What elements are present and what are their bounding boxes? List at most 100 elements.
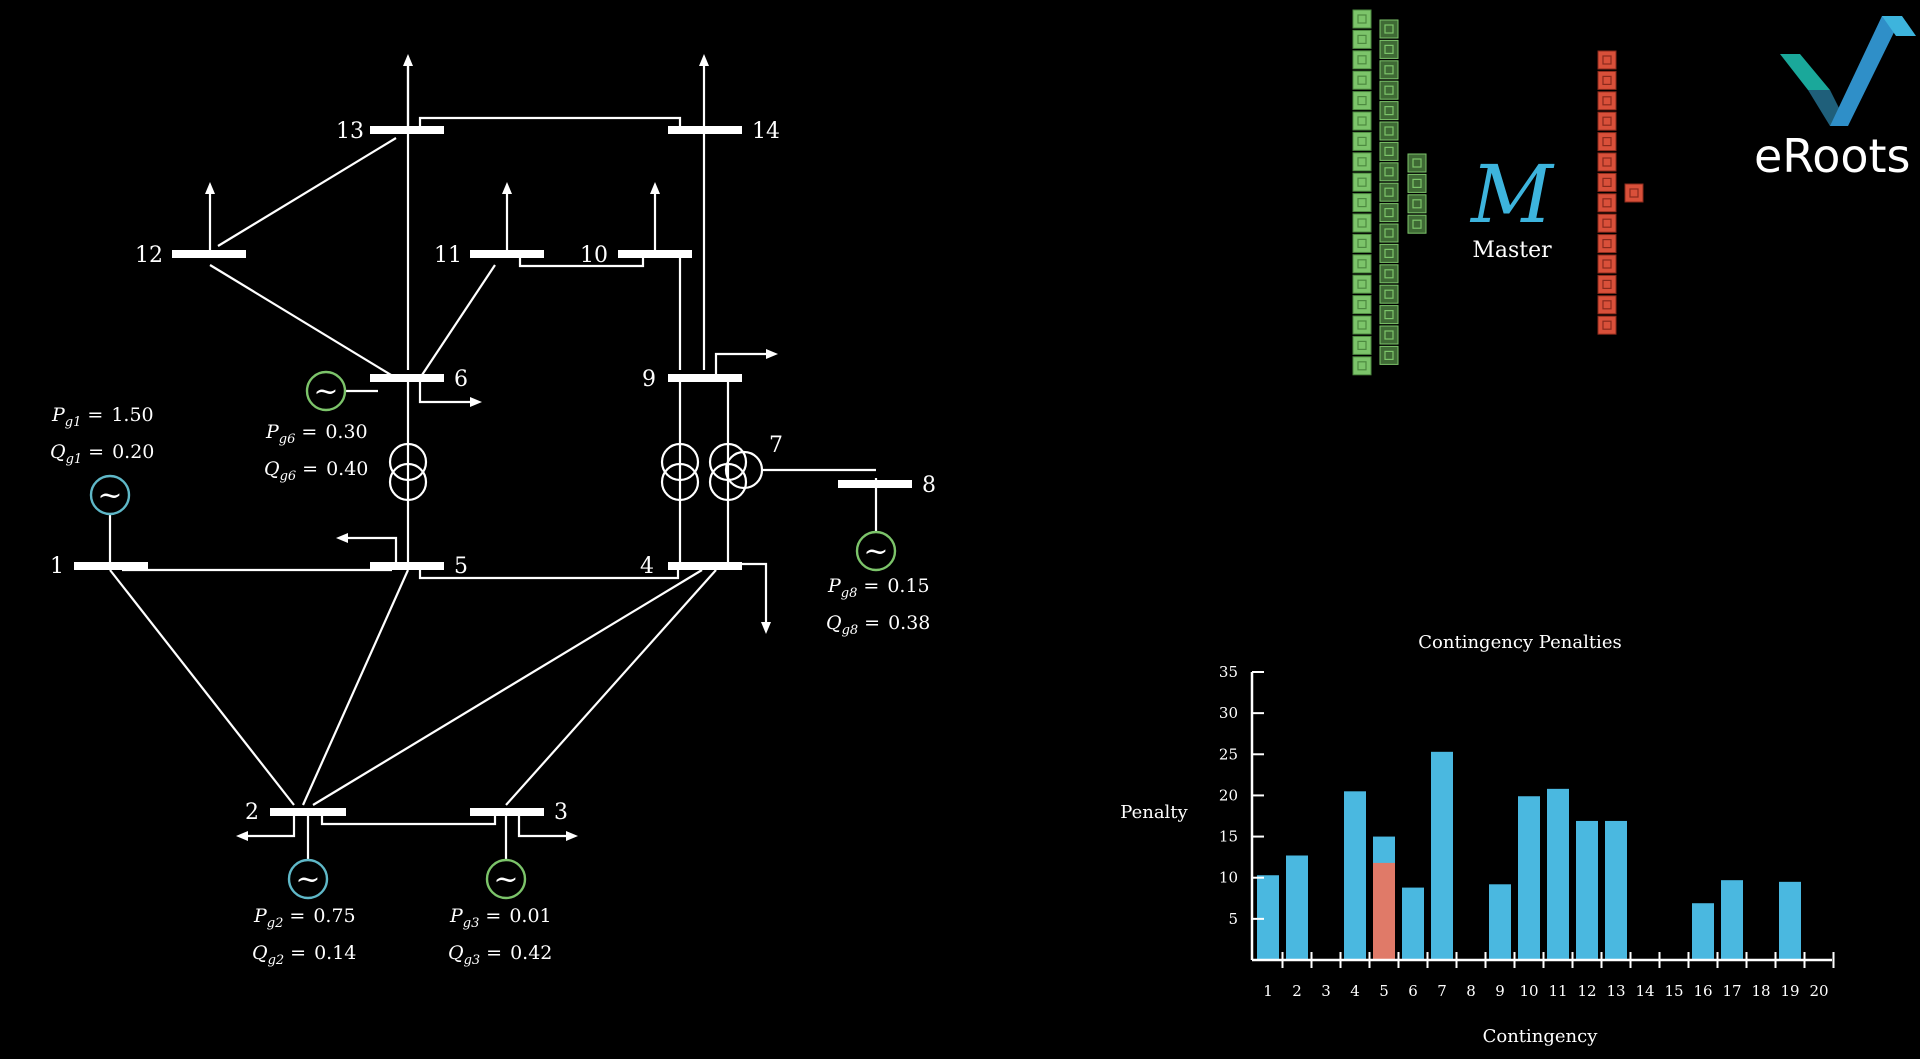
load-arrow-2: [242, 812, 296, 838]
bus-bar-9: [668, 374, 742, 382]
sine-icon: ~: [313, 374, 338, 409]
line-2-3: [320, 812, 497, 826]
bus-bar-2: [270, 808, 346, 816]
block: [1597, 91, 1617, 111]
bus-label-1: 1: [50, 554, 64, 579]
x-tick-label: 2: [1292, 982, 1302, 1000]
block: [1597, 295, 1617, 315]
contingency-penalties-chart: Contingency Penalties Penalty Contingenc…: [1120, 632, 1835, 1047]
load-arrowhead-9: [766, 349, 778, 359]
block-inner: [1602, 137, 1612, 147]
x-axis-label: Contingency: [1483, 1026, 1599, 1047]
gen6-p-label: Pg6=0.30: [265, 421, 368, 447]
bus-bar-1: [74, 562, 148, 570]
gen3-q-label: Qg3=0.42: [448, 942, 552, 968]
y-axis-label: Penalty: [1120, 802, 1188, 823]
block: [1352, 111, 1372, 131]
block-inner: [1629, 188, 1639, 198]
block-inner: [1412, 158, 1422, 168]
block-inner: [1357, 75, 1367, 85]
bus-bar-6: [370, 374, 444, 382]
transformer-5-6-upper: [388, 442, 428, 482]
gen8-q-label: Qg8=0.38: [826, 612, 930, 638]
x-tick-label: 18: [1751, 982, 1770, 1000]
green-block-column-1: [1352, 9, 1372, 376]
bar-highlight-5: [1373, 862, 1395, 960]
master-symbol: M: [1469, 148, 1555, 241]
x-tick-label: 20: [1809, 982, 1828, 1000]
x-tick-label: 10: [1519, 982, 1538, 1000]
x-tick-label: 12: [1577, 982, 1596, 1000]
chart-title: Contingency Penalties: [1418, 632, 1621, 653]
block: [1379, 19, 1399, 39]
load-arrowhead-3: [566, 831, 578, 841]
block: [1379, 345, 1399, 365]
gen2-q-label: Qg2=0.14: [252, 942, 356, 968]
bus-label-7: 7: [769, 433, 783, 458]
block: [1407, 214, 1427, 234]
green-block-column-2: [1379, 19, 1399, 365]
gen1-q-label: Qg1=0.20: [50, 441, 154, 467]
bus-bar-8: [838, 480, 912, 488]
generator-8: ~: [855, 530, 897, 572]
x-tick-label: 7: [1437, 982, 1447, 1000]
eroots-logo: eRoots: [1754, 16, 1916, 183]
bar-7: [1431, 751, 1453, 960]
y-tick-label: 20: [1219, 786, 1238, 804]
load-arrow-9: [714, 352, 772, 378]
block-inner: [1357, 320, 1367, 330]
axes: [1250, 672, 1832, 962]
bar-11: [1547, 788, 1569, 960]
block-inner: [1357, 95, 1367, 106]
x-tick-label: 8: [1466, 982, 1476, 1000]
line-6-11: [419, 264, 496, 379]
block: [1407, 173, 1427, 193]
green-block-column-3: [1407, 153, 1427, 234]
master-panel: M Master: [1352, 9, 1644, 376]
block: [1379, 243, 1399, 263]
block: [1597, 274, 1617, 294]
x-tick-label: 4: [1350, 982, 1360, 1000]
red-block-column: [1597, 50, 1644, 335]
transmission-lines: [109, 60, 876, 826]
bus-label-11: 11: [434, 243, 462, 268]
block-inner: [1602, 198, 1612, 208]
gen1-p-label: Pg1=1.50: [51, 404, 154, 430]
x-tick-label: 6: [1408, 982, 1418, 1000]
block: [1379, 39, 1399, 59]
bus-bar-12: [172, 250, 246, 258]
block: [1352, 356, 1372, 376]
block-inner: [1602, 320, 1612, 330]
load-arrowhead-6: [470, 397, 482, 407]
x-tick-label: 1: [1263, 982, 1273, 1000]
load-arrow-3: [517, 812, 572, 838]
bus-label-10: 10: [580, 243, 608, 268]
x-tick-label: 9: [1495, 982, 1505, 1000]
block-inner: [1384, 24, 1394, 34]
block: [1407, 153, 1427, 173]
y-tick-label: 5: [1228, 910, 1238, 928]
block-inner: [1357, 218, 1367, 228]
y-tick-label: 30: [1219, 704, 1238, 722]
block: [1379, 284, 1399, 304]
line-12-13: [217, 137, 397, 247]
bus-label-4: 4: [640, 554, 654, 579]
bus-labels: 1 2 3 4 5 6 7 8 9 10 11 12 13 14: [50, 119, 936, 825]
line-6-12: [209, 264, 397, 379]
logo-mark-light: [1882, 16, 1916, 36]
x-tick-label: 11: [1548, 982, 1567, 1000]
bus-bars: [74, 126, 912, 816]
bar-17: [1721, 880, 1743, 960]
line-3-4: [505, 569, 717, 806]
load-arrowhead-2: [236, 831, 248, 841]
block-inner: [1357, 340, 1367, 350]
block: [1379, 264, 1399, 284]
block: [1379, 305, 1399, 325]
block-inner: [1602, 177, 1612, 187]
block: [1352, 29, 1372, 49]
generator-icon: [287, 858, 329, 900]
block-inner: [1357, 300, 1367, 310]
generators: ~ ~ ~ ~ ~: [89, 370, 897, 900]
block-inner: [1357, 361, 1367, 371]
block-inner: [1384, 350, 1394, 360]
